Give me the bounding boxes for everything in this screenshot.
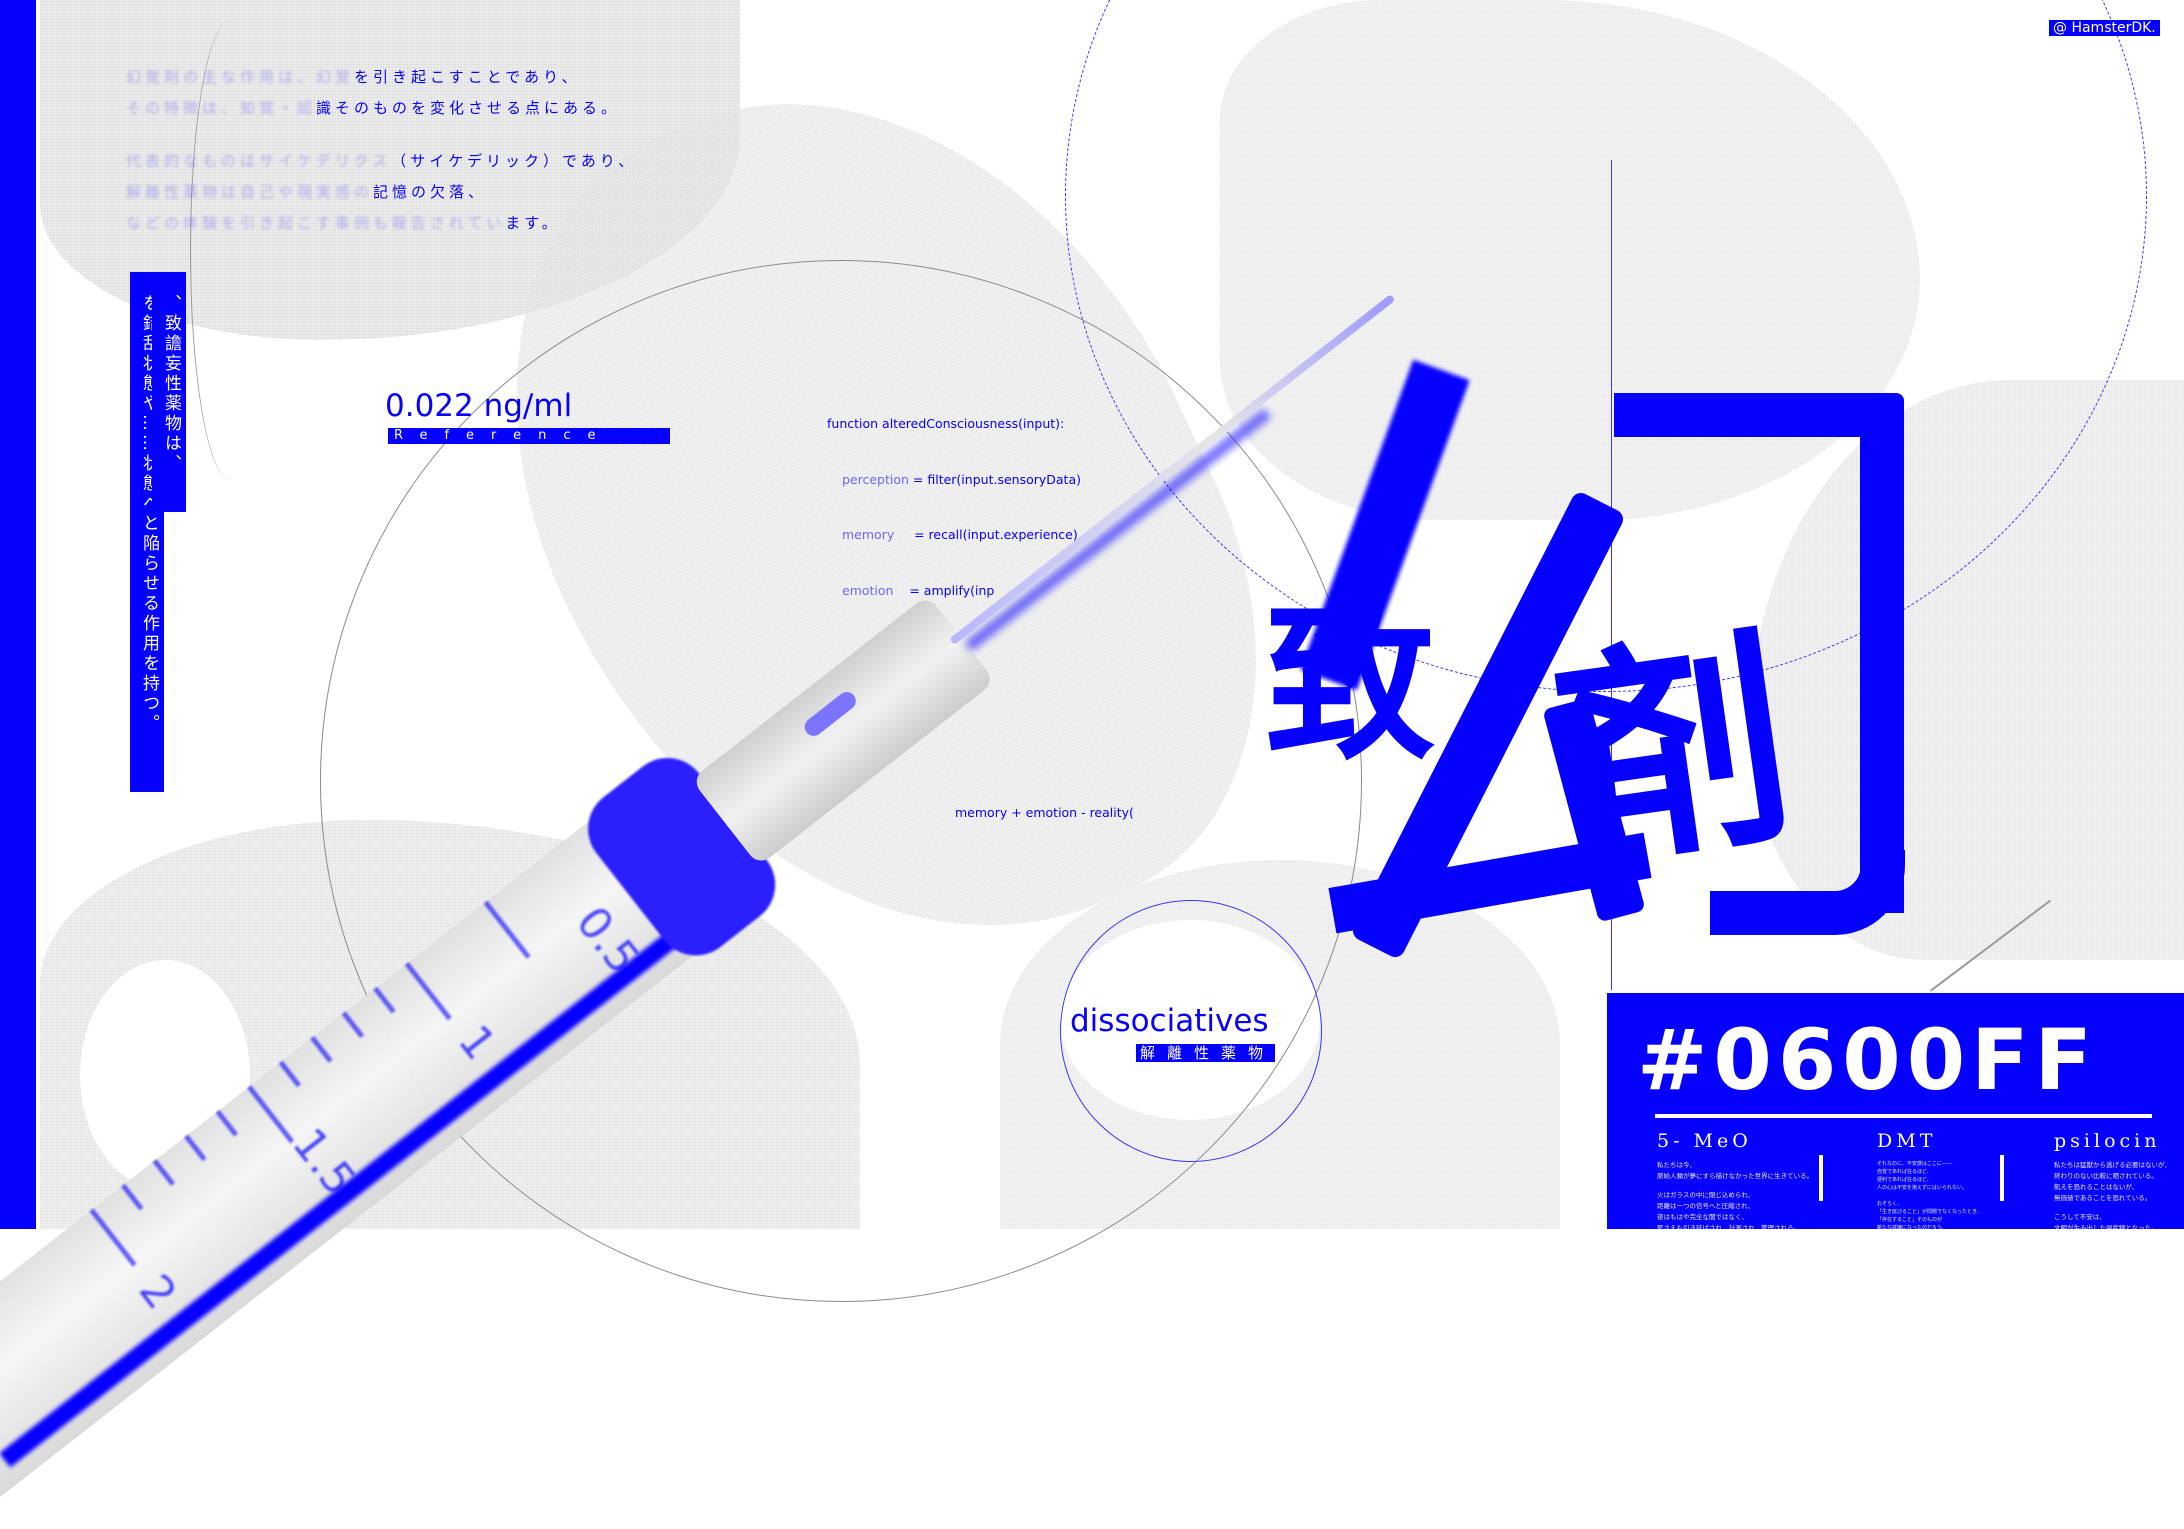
substance-description: 私たちは今、 原始人類が夢にすら描けなかった世界に生きている。 火はガラスの中に… [1657, 1161, 1814, 1232]
code-line: memory + emotion - reality( [955, 805, 1134, 820]
kanji-left: 致 [1265, 586, 1436, 784]
info-panel: #0600FF 5- MeO 私たちは今、 原始人類が夢にすら描けなかった世界に… [1607, 993, 2184, 1232]
substance-title: psilocin [2054, 1130, 2161, 1152]
left-accent-bar [0, 0, 36, 1229]
reference-value: 0.022 ng/ml [385, 388, 573, 424]
paragraph-line: 代表的なものはサイケデリクス（サイケデリック）であり、 [126, 152, 638, 170]
substance-column: DMT それなのに、不安感はここに—— 自覚であれば在るほど、 便利であれば在る… [1877, 1130, 2037, 1232]
paragraph-line: などの体験を引き起こす事例も報告されています。 [126, 214, 561, 232]
code-line: emotion = amplify(inp [842, 583, 995, 598]
curved-line [190, 20, 271, 480]
author-credit: @ HamsterDK. [2049, 20, 2160, 36]
substance-title: DMT [1877, 1130, 1937, 1152]
reference-label: Reference Valu [388, 428, 670, 444]
substance-column: 5- MeO 私たちは今、 原始人類が夢にすら描けなかった世界に生きている。 火… [1657, 1130, 1817, 1234]
panel-divider [1655, 1114, 2152, 1118]
substance-description: 私たちは猛獣から逃げる必要はないが、 終わりのない比較に晒されている。 飢えを恐… [2054, 1161, 2171, 1232]
column-separator [1819, 1155, 1823, 1201]
vertical-text-column: を錯乱状態や……状態へと陥らせる作用を持つ。 [130, 272, 164, 792]
substance-description: それなのに、不安感はここに—— 自覚であれば在るほど、 便利であれば在るほど、 … [1877, 1161, 1982, 1231]
column-separator [2000, 1155, 2004, 1201]
intro-paragraph: 幻覚剤の主な作用は、幻覚を引き起こすことであり、 その特徴は、知覚・認識そのもの… [126, 62, 637, 239]
category-label-ja: 解離性薬物 [1136, 1044, 1276, 1062]
code-line: function alteredConsciousness(input): [827, 416, 1065, 431]
paragraph-line: その特徴は、知覚・認識そのものを変化させる点にある。 [126, 99, 621, 117]
substance-column: psilocin 私たちは猛獣から逃げる必要はないが、 終わりのない比較に晒され… [2054, 1130, 2184, 1234]
small-arc-circle [1060, 900, 1322, 1162]
kanji-right: 剤 [1542, 606, 1808, 903]
vertical-guide-line [1611, 160, 1612, 990]
kanji-frame-stroke [1614, 393, 1904, 913]
category-label: dissociatives [1070, 1003, 1269, 1039]
paragraph-line: 解離性薬物は自己や現実感の記憶の欠落、 [126, 183, 488, 201]
paragraph-line: 幻覚剤の主な作用は、幻覚を引き起こすことであり、 [126, 68, 581, 86]
code-line: memory = recall(input.experience) [842, 527, 1078, 542]
substance-title: 5- MeO [1657, 1130, 1752, 1152]
vertical-text-column: 、致譫妄性薬物は、 [152, 272, 186, 512]
code-line: perception = filter(input.sensoryData) [842, 472, 1081, 487]
hex-title: #0600FF [1637, 1011, 2098, 1109]
